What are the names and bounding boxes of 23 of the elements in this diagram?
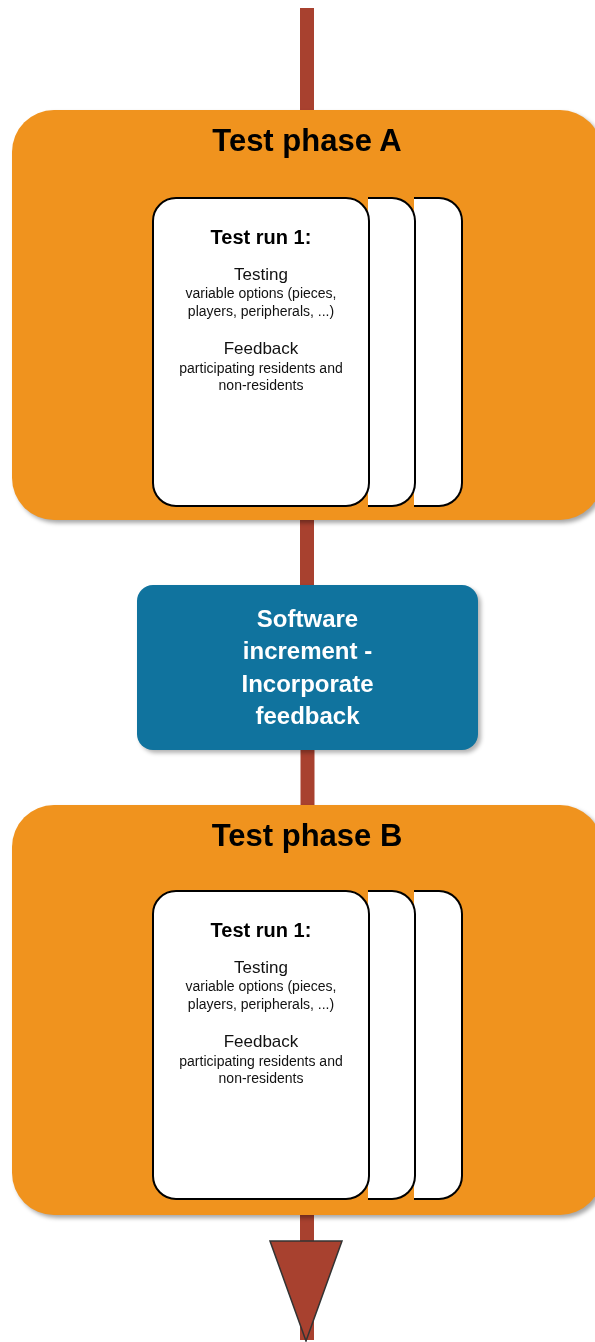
phase-title: Test phase A [211, 122, 403, 160]
section-text: variable options (pieces, players, peripherals, ...) [184, 978, 338, 1014]
stacked-card [368, 890, 416, 1200]
section-heading: Feedback [223, 338, 299, 360]
section-heading: Testing [234, 264, 288, 286]
phase-container [12, 110, 595, 520]
section-text: participating residents and non-residents [178, 359, 344, 395]
flow-arrow [269, 1215, 343, 1342]
stacked-card [368, 197, 416, 507]
card-title: Test run 1: [210, 918, 312, 943]
section-heading: Feedback [223, 1031, 299, 1053]
process-label: Software increment - Incorporate feedback [240, 603, 375, 731]
process-box [137, 585, 478, 750]
section-text: participating residents and non-residents [178, 1052, 344, 1088]
section-heading: Testing [234, 957, 288, 979]
section-text: variable options (pieces, players, peripherals, ...) [184, 285, 338, 321]
phase-container [12, 805, 595, 1215]
test-run-card [152, 890, 370, 1200]
stacked-card [414, 890, 463, 1200]
phase-title: Test phase B [210, 817, 404, 855]
test-run-card [152, 197, 370, 507]
stacked-card [414, 197, 463, 507]
card-title: Test run 1: [210, 225, 312, 250]
